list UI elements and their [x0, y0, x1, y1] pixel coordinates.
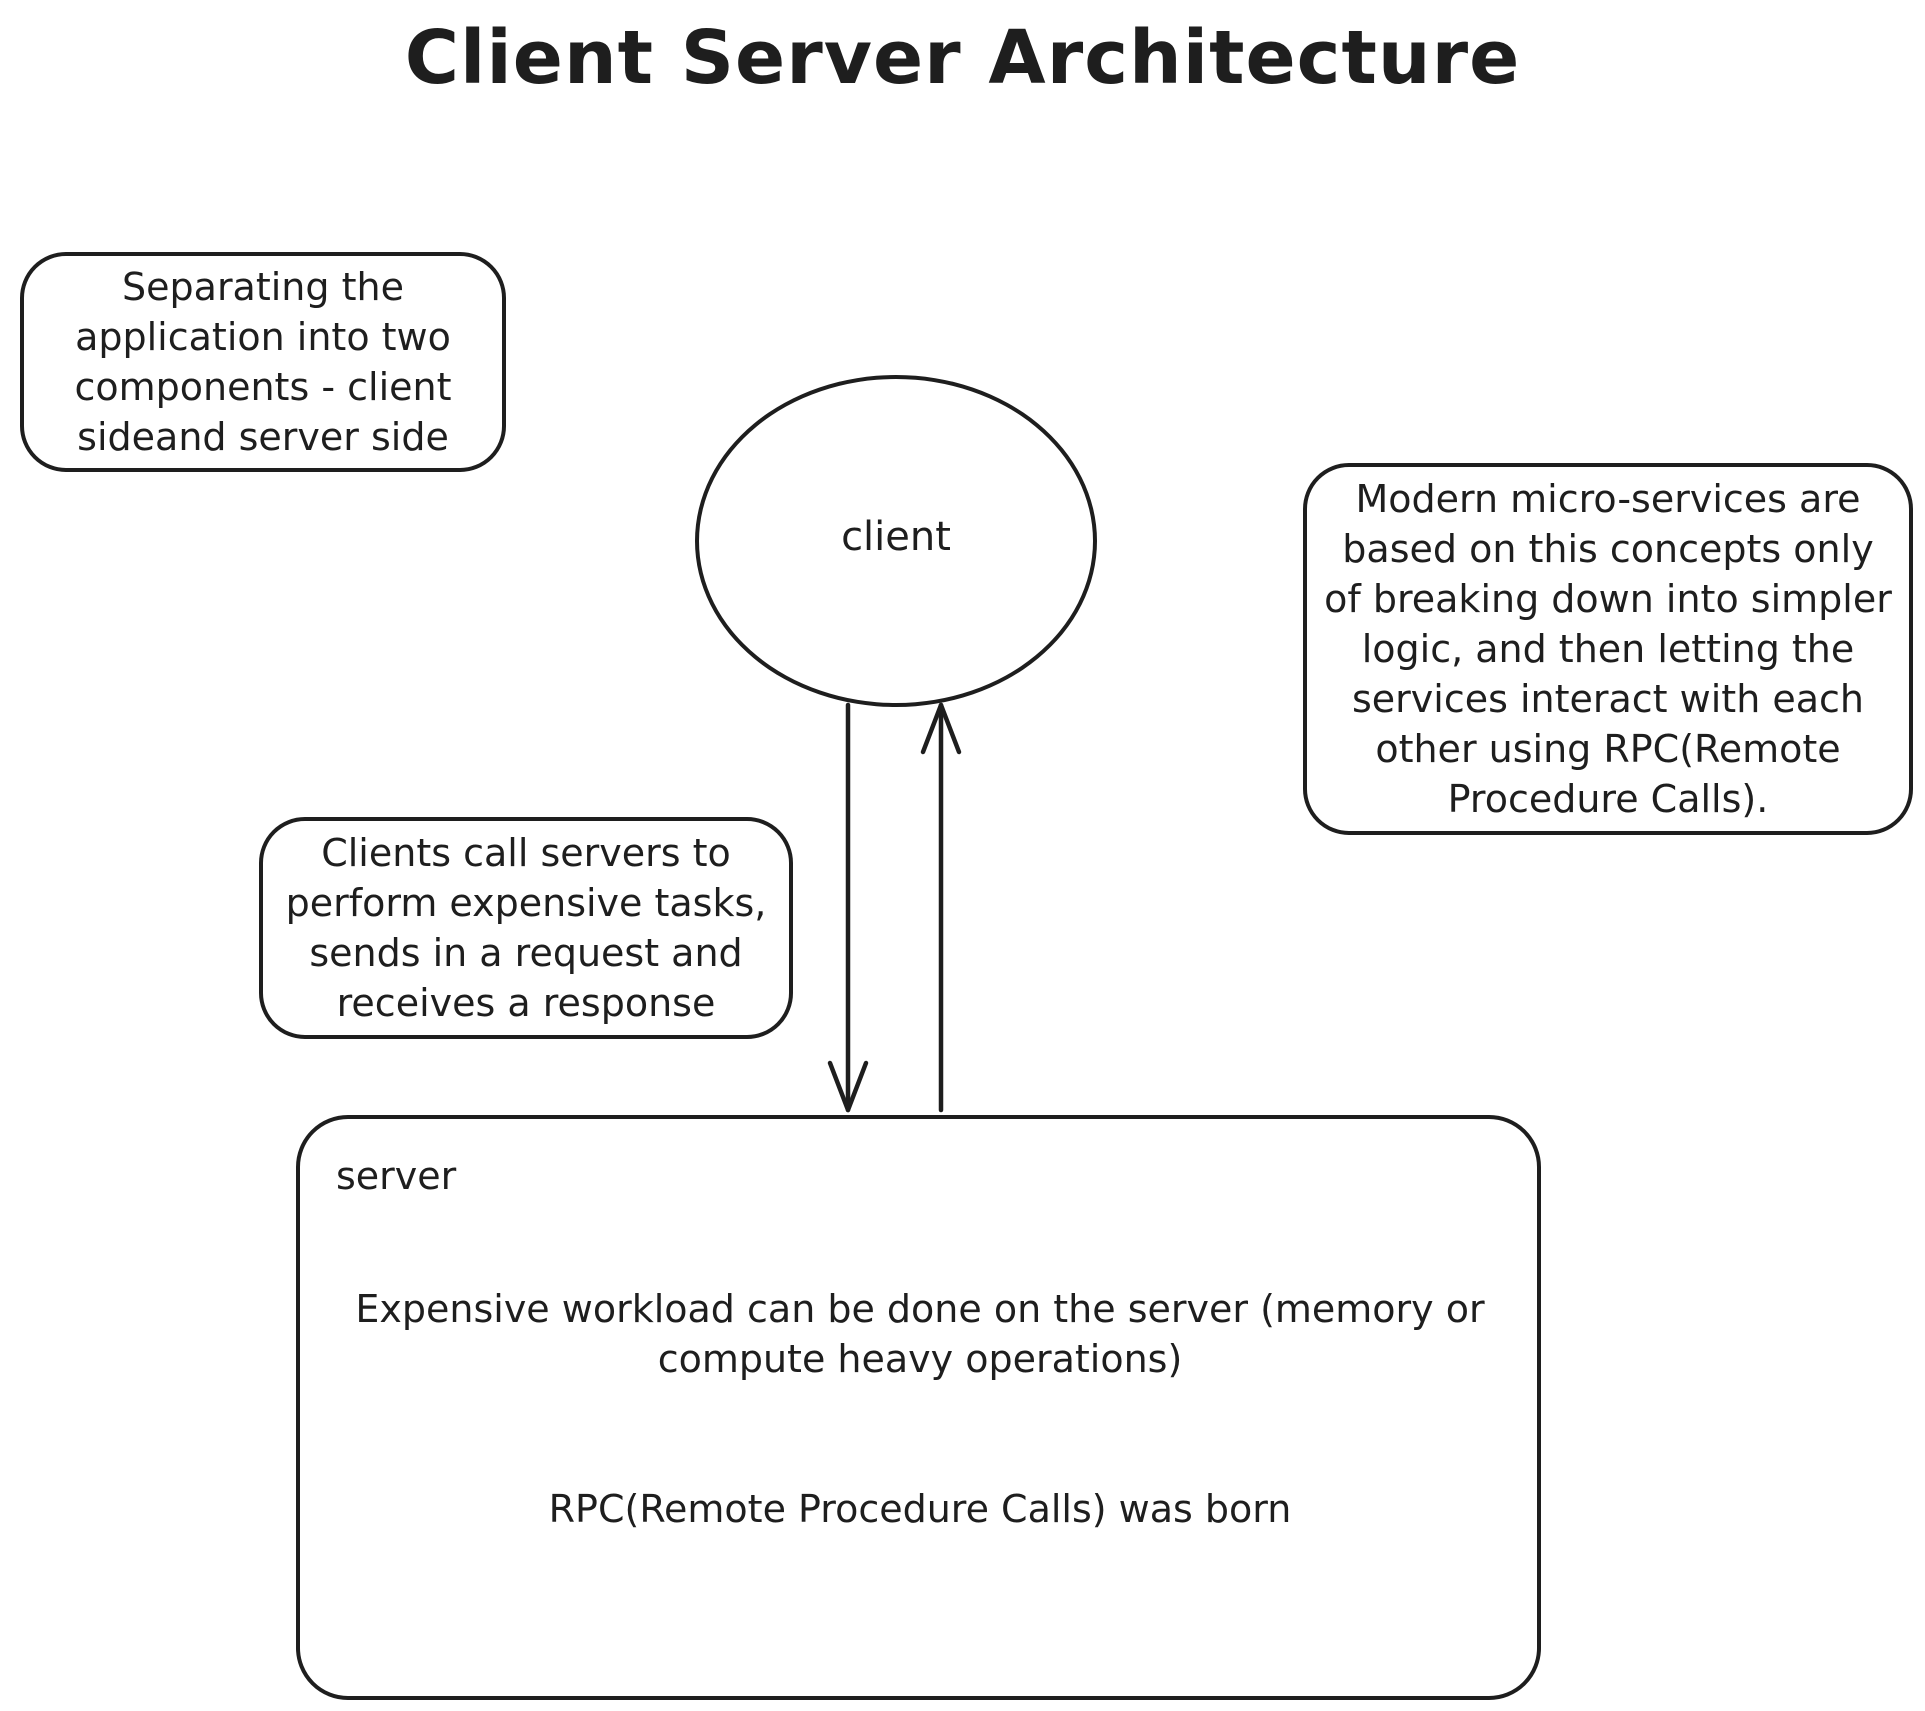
request-arrow [827, 702, 869, 1113]
diagram-title: Client Server Architecture [404, 15, 1521, 101]
client-label: client [841, 514, 951, 560]
client-node: client [695, 375, 1097, 707]
note-separating-components: Separating the application into two comp… [20, 252, 506, 472]
note-separating-text: Separating the application into two comp… [74, 265, 452, 459]
server-description: Expensive workload can be done on the se… [355, 1287, 1485, 1381]
server-node: server Expensive workload can be done on… [296, 1115, 1541, 1700]
response-arrowhead [920, 702, 962, 755]
note-clients-call-servers: Clients call servers to perform expensiv… [259, 817, 793, 1039]
note-clients-text: Clients call servers to perform expensiv… [285, 831, 767, 1025]
note-modern-microservices: Modern micro-services are based on this … [1303, 463, 1913, 835]
request-arrowhead [827, 1060, 869, 1113]
response-arrow [920, 702, 962, 1113]
server-label: server [336, 1154, 457, 1198]
note-modern-text: Modern micro-services are based on this … [1324, 477, 1892, 821]
server-rpc-note: RPC(Remote Procedure Calls) was born [548, 1487, 1292, 1531]
